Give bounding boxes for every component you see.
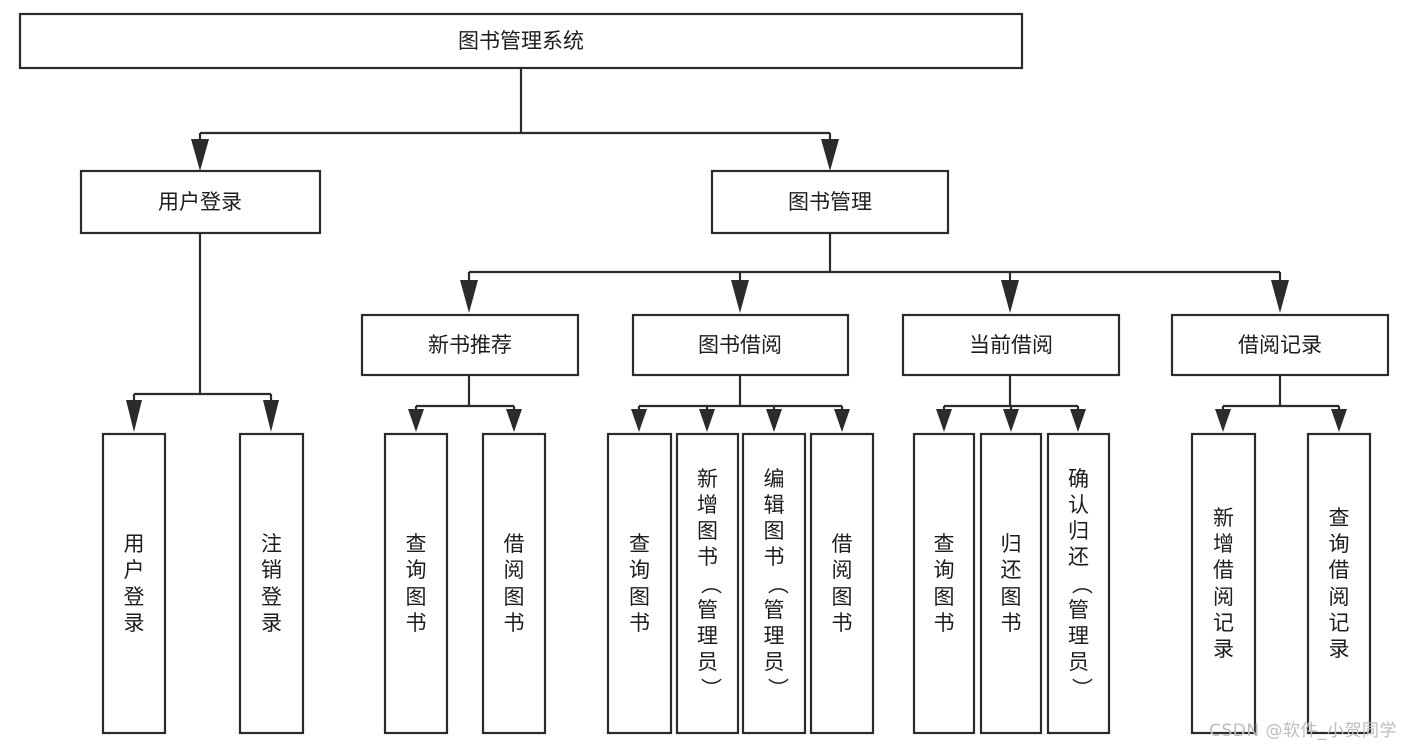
arrowhead-book-management [821,139,839,171]
node-box-confirm-return-admin[interactable] [1046,432,1111,735]
node-box-borrow-book-bb[interactable] [809,432,875,735]
node-label-borrow-record: 借阅记录 [1238,333,1322,357]
node-label-current-borrow: 当前借阅 [969,333,1053,357]
node-box-query-book-cb[interactable] [912,432,976,735]
node-box-user-login[interactable] [79,169,322,235]
arrowhead-user-logout-leaf [263,400,279,432]
node-box-borrow-record[interactable] [1170,313,1390,377]
arrowhead-query-book-nbr [408,409,424,432]
arrowhead-borrow-book-nbr [506,409,522,432]
arrowhead-query-book-bb [631,409,647,432]
node-box-user-login-leaf[interactable] [101,432,167,735]
node-box-query-book-nbr[interactable] [383,432,449,735]
arrowhead-borrow-record [1271,280,1289,313]
node-box-layer: 图书管理系统 用户登录 图书管理 新书推荐 图书借阅 当前借阅 借阅记录 [18,12,1390,735]
arrowhead-user-login [191,139,209,171]
arrowhead-current-borrow [1001,280,1019,313]
node-box-add-borrow-record[interactable] [1190,432,1257,735]
node-box-book-management[interactable] [710,169,950,235]
node-box-edit-book-admin[interactable] [741,432,807,735]
arrowhead-add-borrow-record [1215,409,1231,432]
node-box-user-logout-leaf[interactable] [238,432,305,735]
node-label-book-management: 图书管理 [788,190,872,214]
node-box-current-borrow[interactable] [901,313,1121,377]
arrowhead-add-book-admin [699,409,715,432]
arrowhead-return-book-cb [1003,409,1019,432]
node-box-new-book-recommend[interactable] [360,313,580,377]
node-box-return-book-cb[interactable] [979,432,1043,735]
node-label-book-borrow: 图书借阅 [698,333,782,357]
arrowhead-query-borrow-record [1331,409,1347,432]
node-box-borrow-book-nbr[interactable] [481,432,547,735]
node-label-new-book-recommend: 新书推荐 [428,333,512,357]
arrowhead-new-book-recommend [460,280,478,313]
arrowhead-borrow-book-bb [834,409,850,432]
node-label-root: 图书管理系统 [458,29,584,53]
node-box-query-book-bb[interactable] [606,432,673,735]
csdn-watermark: CSDN @软件_小贺同学 [1209,721,1397,741]
node-label-user-login: 用户登录 [158,190,242,214]
node-box-book-borrow[interactable] [631,313,850,377]
arrowhead-edit-book-admin [766,409,782,432]
arrowhead-confirm-return-admin [1070,409,1086,432]
arrowhead-query-book-cb [936,409,952,432]
arrowhead-book-borrow [731,280,749,313]
node-box-query-borrow-record[interactable] [1306,432,1372,735]
node-box-root[interactable] [18,12,1024,70]
node-box-add-book-admin[interactable] [675,432,740,735]
connector-layer [126,68,1347,432]
arrowhead-user-login-leaf [126,400,142,432]
